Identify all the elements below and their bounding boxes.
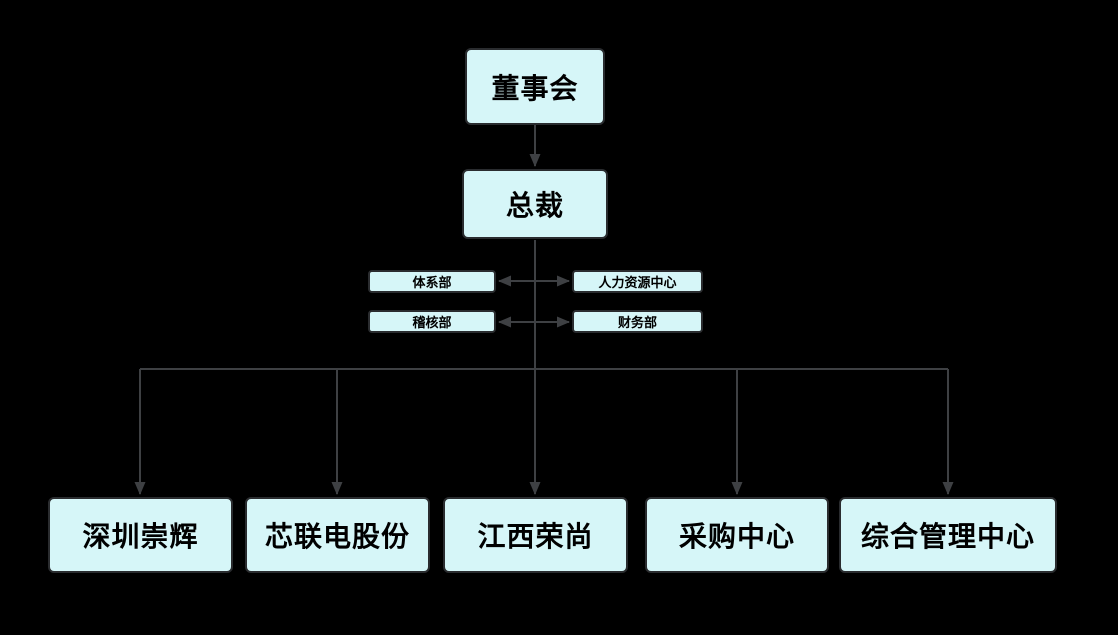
node-system-dept-label: 体系部 xyxy=(412,276,452,291)
node-board-of-directors-label: 董事会 xyxy=(491,71,579,105)
node-jiangxi-rongshang: 江西荣尚 xyxy=(443,497,628,573)
node-audit-dept: 稽核部 xyxy=(368,310,496,333)
node-hr-center-label: 人力资源中心 xyxy=(598,276,677,291)
node-xinliandian-shares-label: 芯联电股份 xyxy=(264,520,410,553)
node-hr-center: 人力资源中心 xyxy=(572,270,703,293)
node-procurement-center: 采购中心 xyxy=(645,497,829,573)
node-jiangxi-rongshang-label: 江西荣尚 xyxy=(477,520,594,553)
node-finance-dept-label: 财务部 xyxy=(617,316,657,331)
node-xinliandian-shares: 芯联电股份 xyxy=(245,497,430,573)
node-general-management-center: 综合管理中心 xyxy=(839,497,1057,573)
node-president: 总裁 xyxy=(462,169,608,239)
node-board-of-directors: 董事会 xyxy=(465,48,605,125)
node-finance-dept: 财务部 xyxy=(572,310,703,333)
node-system-dept: 体系部 xyxy=(368,270,496,293)
node-audit-dept-label: 稽核部 xyxy=(412,316,452,331)
node-procurement-center-label: 采购中心 xyxy=(678,520,795,553)
node-shenzhen-chonghui: 深圳崇辉 xyxy=(48,497,233,573)
node-shenzhen-chonghui-label: 深圳崇辉 xyxy=(82,520,199,553)
node-president-label: 总裁 xyxy=(505,189,564,222)
node-general-management-center-label: 综合管理中心 xyxy=(860,520,1035,553)
